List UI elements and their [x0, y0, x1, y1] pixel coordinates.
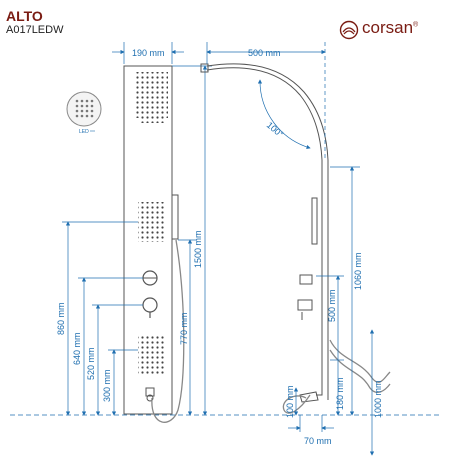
side-view	[200, 63, 329, 403]
side-dimensions	[206, 42, 375, 456]
front-view	[123, 65, 185, 423]
corsan-logo-icon	[339, 20, 359, 40]
rain-head-end	[200, 63, 209, 73]
led-nozzle-detail: LED	[66, 91, 102, 135]
top-nozzle-field	[136, 72, 168, 118]
hand-shower-side	[311, 197, 318, 245]
knob-side-2	[297, 299, 313, 311]
product-code: A017LEDW	[6, 24, 64, 36]
brand-trademark: ®	[413, 21, 419, 29]
dim-height-640: 640 mm	[72, 332, 82, 365]
brand-name: corsan	[362, 18, 414, 37]
angle-arc	[257, 79, 311, 150]
dim-height-100: 100 mm	[285, 385, 295, 418]
dim-height-1000: 1000 mm	[373, 380, 383, 418]
knob-side-1	[299, 274, 313, 285]
dim-depth-70: 70 mm	[304, 436, 332, 446]
low-nozzle-field	[138, 336, 166, 376]
mid-nozzle-field	[138, 202, 166, 242]
panel-front	[123, 65, 173, 415]
panel-side-profile	[316, 160, 323, 396]
bottom-spout	[145, 387, 155, 397]
dim-arm-reach: 500 mm	[248, 48, 281, 58]
top-nozzle-field-tail	[140, 118, 164, 123]
bottom-outlet	[146, 394, 154, 402]
dim-height-180: 180 mm	[335, 377, 345, 410]
led-label: LED	[79, 129, 89, 135]
dim-height-860: 860 mm	[56, 302, 66, 335]
brand-logo-text: corsan®	[362, 18, 418, 38]
spout-side	[299, 391, 319, 403]
product-name: ALTO	[6, 8, 43, 24]
dim-height-300: 300 mm	[102, 369, 112, 402]
dim-panel-height: 1500 mm	[193, 230, 203, 268]
front-dimensions	[62, 42, 212, 416]
dim-height-770: 770 mm	[179, 312, 189, 345]
hand-shower	[171, 194, 179, 240]
dim-panel-width: 190 mm	[132, 48, 165, 58]
dim-height-520: 520 mm	[86, 347, 96, 380]
diverter-knob	[142, 297, 158, 313]
led-nozzle-circle	[66, 91, 102, 127]
dim-arm-angle: 100°	[265, 120, 286, 140]
dim-height-500: 500 mm	[327, 289, 337, 322]
shower-hose-front	[151, 239, 185, 423]
dim-height-1060: 1060 mm	[353, 252, 363, 290]
